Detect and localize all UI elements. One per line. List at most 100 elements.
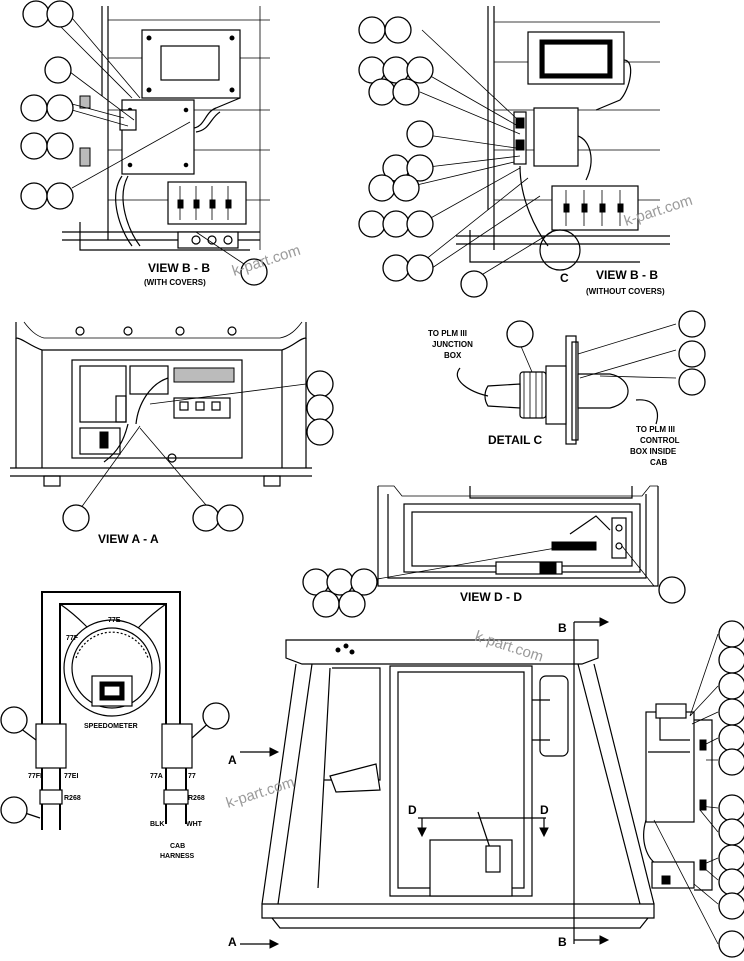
wire-color: BLK — [150, 821, 164, 828]
view-title: VIEW B - B — [148, 261, 210, 275]
view-subtitle: (WITH COVERS) — [144, 278, 206, 287]
harness-label: CAB — [170, 843, 185, 850]
callout-bubble — [306, 370, 334, 398]
callout-bubble — [392, 78, 420, 106]
view-title: VIEW A - A — [98, 532, 159, 546]
wire-color: WHT — [186, 821, 203, 828]
section-mark-a: A — [228, 753, 237, 767]
callout-bubble — [678, 310, 706, 338]
bulkhead-plate — [565, 335, 577, 445]
callout-bubble — [406, 154, 434, 182]
note-line: CONTROL — [640, 436, 680, 445]
callout-bubble — [718, 620, 744, 648]
callout-bubble — [718, 698, 744, 726]
callout-bubble — [460, 270, 488, 298]
speedometer-label: SPEEDOMETER — [84, 723, 138, 730]
wire-label: R268 — [64, 795, 81, 802]
speedometer-face — [91, 675, 133, 707]
view-bb-with-covers: VIEW B - B (WITH COVERS) — [20, 0, 270, 287]
section-mark-c: C — [560, 271, 569, 285]
control-box-cover — [121, 99, 195, 175]
callout-bubble — [22, 0, 50, 28]
view-bb-without-covers: C VIEW B - B (WITHOUT COVERS) — [358, 6, 670, 298]
callout-bubble — [718, 868, 744, 896]
callout-bubble — [20, 132, 48, 160]
detail-title: DETAIL C — [488, 433, 543, 447]
callout-bubble — [358, 16, 386, 44]
callout-bubble — [216, 504, 244, 532]
callout-bubble — [338, 590, 366, 618]
wire-label: 77FI — [28, 773, 42, 780]
callout-bubble — [406, 56, 434, 84]
side-box — [645, 711, 695, 823]
note-line: CAB — [650, 458, 668, 467]
callout-bubble — [368, 174, 396, 202]
callout-bubble — [718, 892, 744, 920]
callout-bubble — [678, 368, 706, 396]
section-mark-a: A — [228, 935, 237, 949]
callout-bubble — [718, 646, 744, 674]
callout-bubble — [406, 254, 434, 282]
note-line: BOX — [444, 351, 462, 360]
speedometer-body — [63, 619, 161, 717]
callout-bubble — [506, 320, 534, 348]
callout-bubble — [202, 702, 230, 730]
callout-bubble — [350, 568, 378, 596]
callout-bubble — [192, 504, 220, 532]
callout-bubble — [368, 78, 396, 106]
callout-bubble — [312, 590, 340, 618]
detail-c: TO PLM III JUNCTION BOX DETAIL C TO PLM … — [428, 310, 706, 467]
section-mark-d: D — [540, 803, 549, 817]
right-connector — [161, 723, 193, 769]
callout-bubble — [678, 340, 706, 368]
cab-roof — [285, 639, 599, 665]
callout-bubble — [44, 56, 72, 84]
callout-bubble — [658, 576, 686, 604]
callout-bubble — [718, 672, 744, 700]
view-title: VIEW B - B — [596, 268, 658, 282]
watermark: k-part.com — [473, 628, 546, 666]
callout-bubble — [392, 174, 420, 202]
d-panel — [403, 503, 641, 573]
callout-bubble — [718, 844, 744, 872]
wire-label: 77 — [188, 773, 196, 780]
note-line: TO PLM III — [636, 425, 675, 434]
wire-label: 77A — [150, 773, 163, 780]
control-lever — [485, 845, 501, 873]
callout-bubble — [306, 418, 334, 446]
callout-bubble — [382, 254, 410, 282]
wire-label: 77E — [108, 617, 121, 624]
callout-bubble — [718, 930, 744, 958]
view-dd: VIEW D - D — [302, 485, 686, 618]
callout-bubble — [306, 394, 334, 422]
callout-bubble — [62, 504, 90, 532]
callout-bubble — [718, 748, 744, 776]
callout-bubble — [46, 182, 74, 210]
section-mark-b: B — [558, 935, 567, 949]
wire-label: 77F — [66, 635, 79, 642]
callout-bubble — [46, 0, 74, 28]
note-line: JUNCTION — [432, 340, 473, 349]
callout-bubble — [718, 724, 744, 752]
watermark: k-part.com — [224, 774, 297, 812]
view-aa: VIEW A - A — [10, 321, 334, 546]
callout-bubble — [46, 132, 74, 160]
cab-door — [389, 665, 533, 897]
note-line: TO PLM III — [428, 329, 467, 338]
callout-bubble — [384, 16, 412, 44]
callout-bubble — [406, 210, 434, 238]
callout-bubble — [20, 182, 48, 210]
callout-bubble — [240, 258, 268, 286]
wire-label: 77EI — [64, 773, 78, 780]
view-subtitle: (WITHOUT COVERS) — [586, 287, 665, 296]
callout-bubble — [406, 120, 434, 148]
callout-bubble — [0, 706, 28, 734]
note-line: BOX INSIDE — [630, 447, 677, 456]
callout-bubble — [382, 210, 410, 238]
section-mark-d: D — [408, 803, 417, 817]
relay-bracket — [533, 107, 579, 167]
left-connector — [35, 723, 67, 769]
callout-bubble — [0, 796, 28, 824]
view-title: VIEW D - D — [460, 590, 522, 604]
cab-main-view: A A B B D D — [228, 617, 744, 958]
